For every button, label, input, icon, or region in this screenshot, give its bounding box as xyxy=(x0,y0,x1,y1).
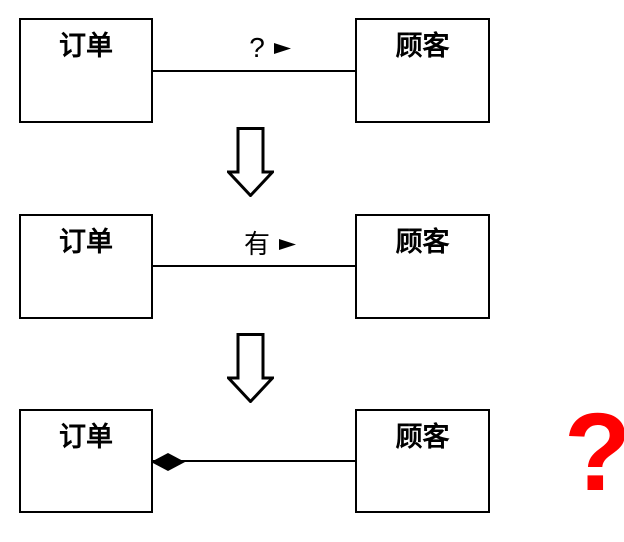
row1-left-class-label: 订单 xyxy=(59,31,113,61)
row3-association-line xyxy=(152,460,356,462)
big-question-mark: ? xyxy=(564,398,624,508)
row1-association-line xyxy=(152,70,356,72)
row2-left-class-label: 订单 xyxy=(59,227,113,257)
row2-association-label: 有 xyxy=(160,228,380,260)
row2-left-class-box: 订单 xyxy=(19,214,153,319)
row1-association-label: ? xyxy=(160,32,380,64)
row1-left-class-box: 订单 xyxy=(19,18,153,123)
row2-association-line xyxy=(152,265,356,267)
row1-right-class-label: 顾客 xyxy=(395,31,450,61)
down-block-arrow-icon xyxy=(227,127,274,197)
row3-left-class-label: 订单 xyxy=(59,422,113,452)
row2-right-class-box: 顾客 xyxy=(355,214,490,319)
row3-left-class-box: 订单 xyxy=(19,409,153,513)
row2-association-label-text: 有 xyxy=(243,229,270,259)
aggregation-diamond-icon xyxy=(151,453,185,471)
row1-reading-direction-arrow-icon xyxy=(273,42,291,54)
row3-right-class-box: 顾客 xyxy=(355,409,490,513)
row3-right-class-label: 顾客 xyxy=(395,422,450,452)
row1-right-class-box: 顾客 xyxy=(355,18,490,123)
row1-association-label-text: ? xyxy=(249,32,265,63)
row2-reading-direction-arrow-icon xyxy=(279,238,296,250)
down-block-arrow-icon xyxy=(227,333,274,403)
row2-right-class-label: 顾客 xyxy=(395,227,450,257)
